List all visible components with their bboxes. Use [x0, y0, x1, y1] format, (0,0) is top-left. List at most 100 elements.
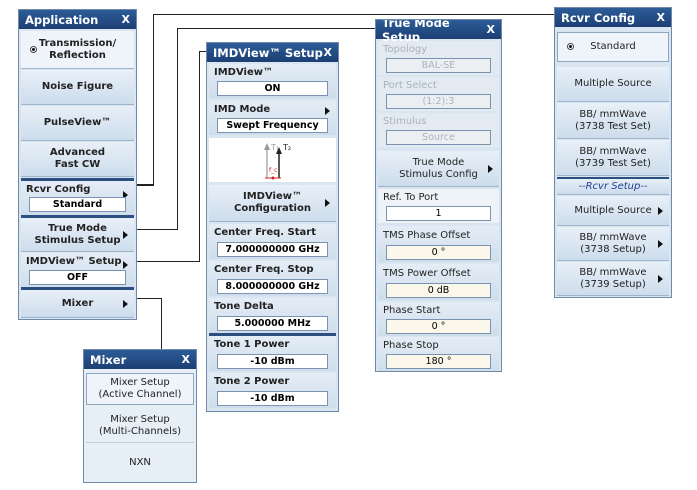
mixer-button[interactable]: Mixer	[21, 290, 134, 318]
tone2-power-value[interactable]: -10 dBm	[217, 391, 328, 406]
true-mode-setup-panel: True Mode Setup X Topology BAL-SE Port S…	[375, 19, 502, 372]
separator	[21, 178, 134, 181]
phase-stop-field[interactable]: Phase Stop 180 °	[378, 337, 499, 371]
mixer-setup-multi-channels-button[interactable]: Mixer Setup (Multi-Channels)	[86, 409, 194, 443]
bb-mmwave-3739-test-set-option[interactable]: BB/ mmWave (3739 Test Set)	[557, 140, 669, 176]
rcvr-setup-divider: --Rcvr Setup--	[557, 177, 669, 195]
nxn-button[interactable]: NXN	[86, 446, 194, 480]
chevron-right-icon	[123, 191, 128, 199]
connector-true-mode-top	[177, 28, 375, 29]
topology-field: Topology BAL-SE	[378, 41, 499, 75]
stimulus-value: Source	[386, 130, 491, 145]
center-freq-marker: f_c	[269, 167, 278, 174]
multiple-source-setup-button[interactable]: Multiple Source	[557, 196, 669, 226]
separator	[21, 287, 134, 290]
mixer-title: Mixer	[90, 352, 127, 367]
ref-to-port-value[interactable]: 1	[386, 206, 491, 221]
radio-selected-icon	[567, 43, 574, 50]
connector-rcvr-config-bottom	[136, 185, 154, 186]
connector-rcvr-config-vert	[153, 14, 154, 185]
connector-mixer-h1	[136, 298, 161, 299]
imdview-title: IMDView™ Setup	[213, 45, 323, 60]
separator	[209, 333, 336, 336]
mixer-setup-active-channel-button[interactable]: Mixer Setup (Active Channel)	[86, 373, 194, 405]
phase-start-field[interactable]: Phase Start 0 °	[378, 302, 499, 336]
close-icon[interactable]: X	[486, 23, 495, 36]
tone1-power-value[interactable]: -10 dBm	[217, 354, 328, 369]
connector-rcvr-config-top	[153, 14, 554, 15]
pulseview-button[interactable]: PulseView™	[21, 106, 134, 141]
connector-imdview-top	[199, 51, 206, 52]
chevron-right-icon	[123, 261, 128, 269]
rcvr-config-value: Standard	[29, 197, 126, 212]
topology-value: BAL-SE	[386, 58, 491, 73]
port-select-value: (1:2):3	[386, 94, 491, 109]
close-icon[interactable]: X	[121, 13, 130, 26]
connector-rcvr-config	[136, 14, 154, 185]
connector-imdview-bottom	[136, 261, 200, 262]
tone-delta-field[interactable]: Tone Delta 5.000000 MHz	[209, 298, 336, 333]
tone2-power-field[interactable]: Tone 2 Power -10 dBm	[209, 373, 336, 408]
rcvr-config-panel: Rcvr Config X Standard Multiple Source B…	[554, 7, 672, 298]
stimulus-field: Stimulus Source	[378, 113, 499, 147]
mixer-header: Mixer X	[84, 350, 196, 369]
imdview-header: IMDView™ Setup X	[207, 43, 338, 62]
close-icon[interactable]: X	[656, 11, 665, 24]
application-panel: Application X Transmission/ Reflection N…	[18, 9, 137, 320]
advanced-fast-cw-button[interactable]: Advanced Fast CW	[21, 142, 134, 177]
tms-phase-offset-value[interactable]: 0 °	[386, 245, 491, 260]
imd-mode-value: Swept Frequency	[217, 118, 328, 133]
connector-true-mode-bottom	[136, 229, 178, 230]
tone-delta-value[interactable]: 5.000000 MHz	[217, 316, 328, 331]
rcvr-config-button[interactable]: Rcvr Config Standard	[21, 181, 134, 215]
center-freq-stop-field[interactable]: Center Freq. Stop 8.000000000 GHz	[209, 261, 336, 296]
phase-stop-value[interactable]: 180 °	[386, 354, 491, 369]
imdview-setup-button[interactable]: IMDView™ Setup OFF	[21, 253, 134, 287]
chevron-right-icon	[488, 164, 493, 173]
rcvr-config-title: Rcvr Config	[561, 10, 636, 25]
chevron-right-icon	[325, 199, 330, 207]
application-header: Application X	[19, 10, 136, 29]
tms-power-offset-field[interactable]: TMS Power Offset 0 dB	[378, 264, 499, 300]
bb-mmwave-3738-setup-button[interactable]: BB/ mmWave (3738 Setup)	[557, 227, 669, 261]
imd-mode-button[interactable]: IMD Mode Swept Frequency	[209, 101, 336, 135]
two-tone-diagram-icon	[264, 143, 282, 180]
mixer-panel: Mixer X Mixer Setup (Active Channel) Mix…	[83, 349, 197, 483]
ref-to-port-field[interactable]: Ref. To Port 1	[378, 189, 499, 223]
radio-selected-icon	[30, 45, 37, 53]
multiple-source-option[interactable]: Multiple Source	[557, 67, 669, 102]
chevron-right-icon	[658, 206, 663, 215]
separator	[21, 215, 134, 218]
close-icon[interactable]: X	[323, 46, 332, 59]
bb-mmwave-3738-test-set-option[interactable]: BB/ mmWave (3738 Test Set)	[557, 103, 669, 139]
chevron-right-icon	[658, 274, 663, 283]
tms-phase-offset-field[interactable]: TMS Phase Offset 0 °	[378, 226, 499, 262]
imdview-configuration-button[interactable]: IMDView™ Configuration	[209, 185, 336, 222]
port-select-field: Port Select (1:2):3	[378, 77, 499, 111]
tone1-power-field[interactable]: Tone 1 Power -10 dBm	[209, 336, 336, 371]
true-mode-stimulus-setup-button[interactable]: True Mode Stimulus Setup	[21, 218, 134, 252]
imdview-toggle[interactable]: IMDView™ ON	[209, 64, 336, 98]
standard-option[interactable]: Standard	[557, 32, 669, 62]
tone1-marker: T₁	[271, 143, 280, 152]
tone2-marker: T₂	[283, 143, 292, 152]
phase-start-value[interactable]: 0 °	[386, 319, 491, 334]
connector-true-mode-vert	[177, 28, 178, 229]
transmission-reflection-button[interactable]: Transmission/ Reflection	[21, 31, 134, 69]
chevron-right-icon	[658, 239, 663, 248]
center-freq-start-value[interactable]: 7.000000000 GHz	[217, 242, 328, 257]
true-mode-stimulus-config-button[interactable]: True Mode Stimulus Config	[378, 151, 499, 187]
connector-mixer-vert	[161, 298, 162, 362]
bb-mmwave-3739-setup-button[interactable]: BB/ mmWave (3739 Setup)	[557, 262, 669, 296]
chevron-right-icon	[123, 299, 128, 308]
close-icon[interactable]: X	[181, 353, 190, 366]
imd-tones-diagram: T₁ T₂ f_c	[209, 138, 336, 182]
noise-figure-button[interactable]: Noise Figure	[21, 70, 134, 105]
center-freq-stop-value[interactable]: 8.000000000 GHz	[217, 279, 328, 294]
tms-power-offset-value[interactable]: 0 dB	[386, 283, 491, 298]
center-freq-start-field[interactable]: Center Freq. Start 7.000000000 GHz	[209, 224, 336, 259]
chevron-right-icon	[123, 230, 128, 239]
rcvr-config-header: Rcvr Config X	[555, 8, 671, 27]
imdview-setup-panel: IMDView™ Setup X IMDView™ ON IMD Mode Sw…	[206, 42, 339, 412]
true-mode-title: True Mode Setup	[382, 19, 450, 44]
